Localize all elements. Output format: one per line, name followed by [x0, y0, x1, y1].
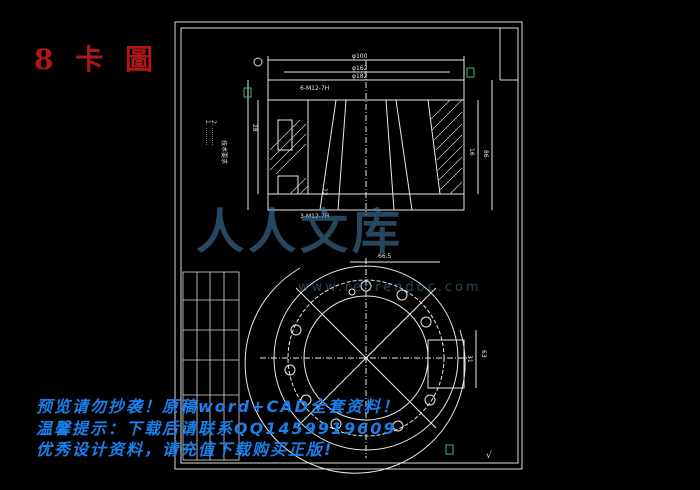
banner-line-2: 温馨提示：下载后请联系QQ1459919609 [36, 419, 397, 438]
svg-text:1. ………: 1. ……… [204, 120, 211, 146]
dim-63: 63 [480, 350, 487, 358]
dim-phi100: φ100 [352, 53, 368, 60]
tech-notes: 技术要求 1. ……… 2. ……… [204, 120, 228, 164]
dim-3m12: 3-M12-7H [300, 213, 329, 220]
dim-86: 86 [482, 150, 489, 158]
section-view [247, 56, 493, 215]
datum-marker-right [466, 67, 475, 78]
svg-text:2. ………: 2. ……… [210, 120, 217, 146]
watermark-url: www.renrendoc.com [298, 280, 482, 295]
dim-22: 22 [321, 188, 328, 196]
dim-31: 31 [466, 355, 473, 363]
drawing-title: 8 卡 圖 [34, 43, 159, 76]
dim-16: 16 [468, 148, 475, 156]
dim-28: 28 [251, 124, 258, 132]
outer-frame [174, 21, 523, 470]
dim-6m12: 6-M12-7H [300, 85, 329, 92]
watermark-brand: 人人文库 [196, 204, 405, 260]
dim-66-5: 66.5 [378, 253, 392, 260]
datum-marker-bottom [445, 444, 454, 455]
title-block [182, 271, 240, 461]
dim-phi162: φ162 [352, 65, 368, 72]
datum-marker [243, 87, 252, 98]
roughness-symbol: √ [486, 450, 492, 461]
banner-line-3: 优秀设计资料，请充值下载购买正版! [36, 440, 334, 459]
tech-notes-title: 技术要求 [220, 140, 228, 164]
dim-phi182: φ182 [352, 73, 368, 80]
inner-frame [180, 27, 519, 464]
section-hatching [269, 99, 463, 195]
banner-line-1: 预览请勿抄袭！原稿word+CAD全套资料！ [36, 397, 400, 416]
bolt-holes [284, 280, 436, 432]
